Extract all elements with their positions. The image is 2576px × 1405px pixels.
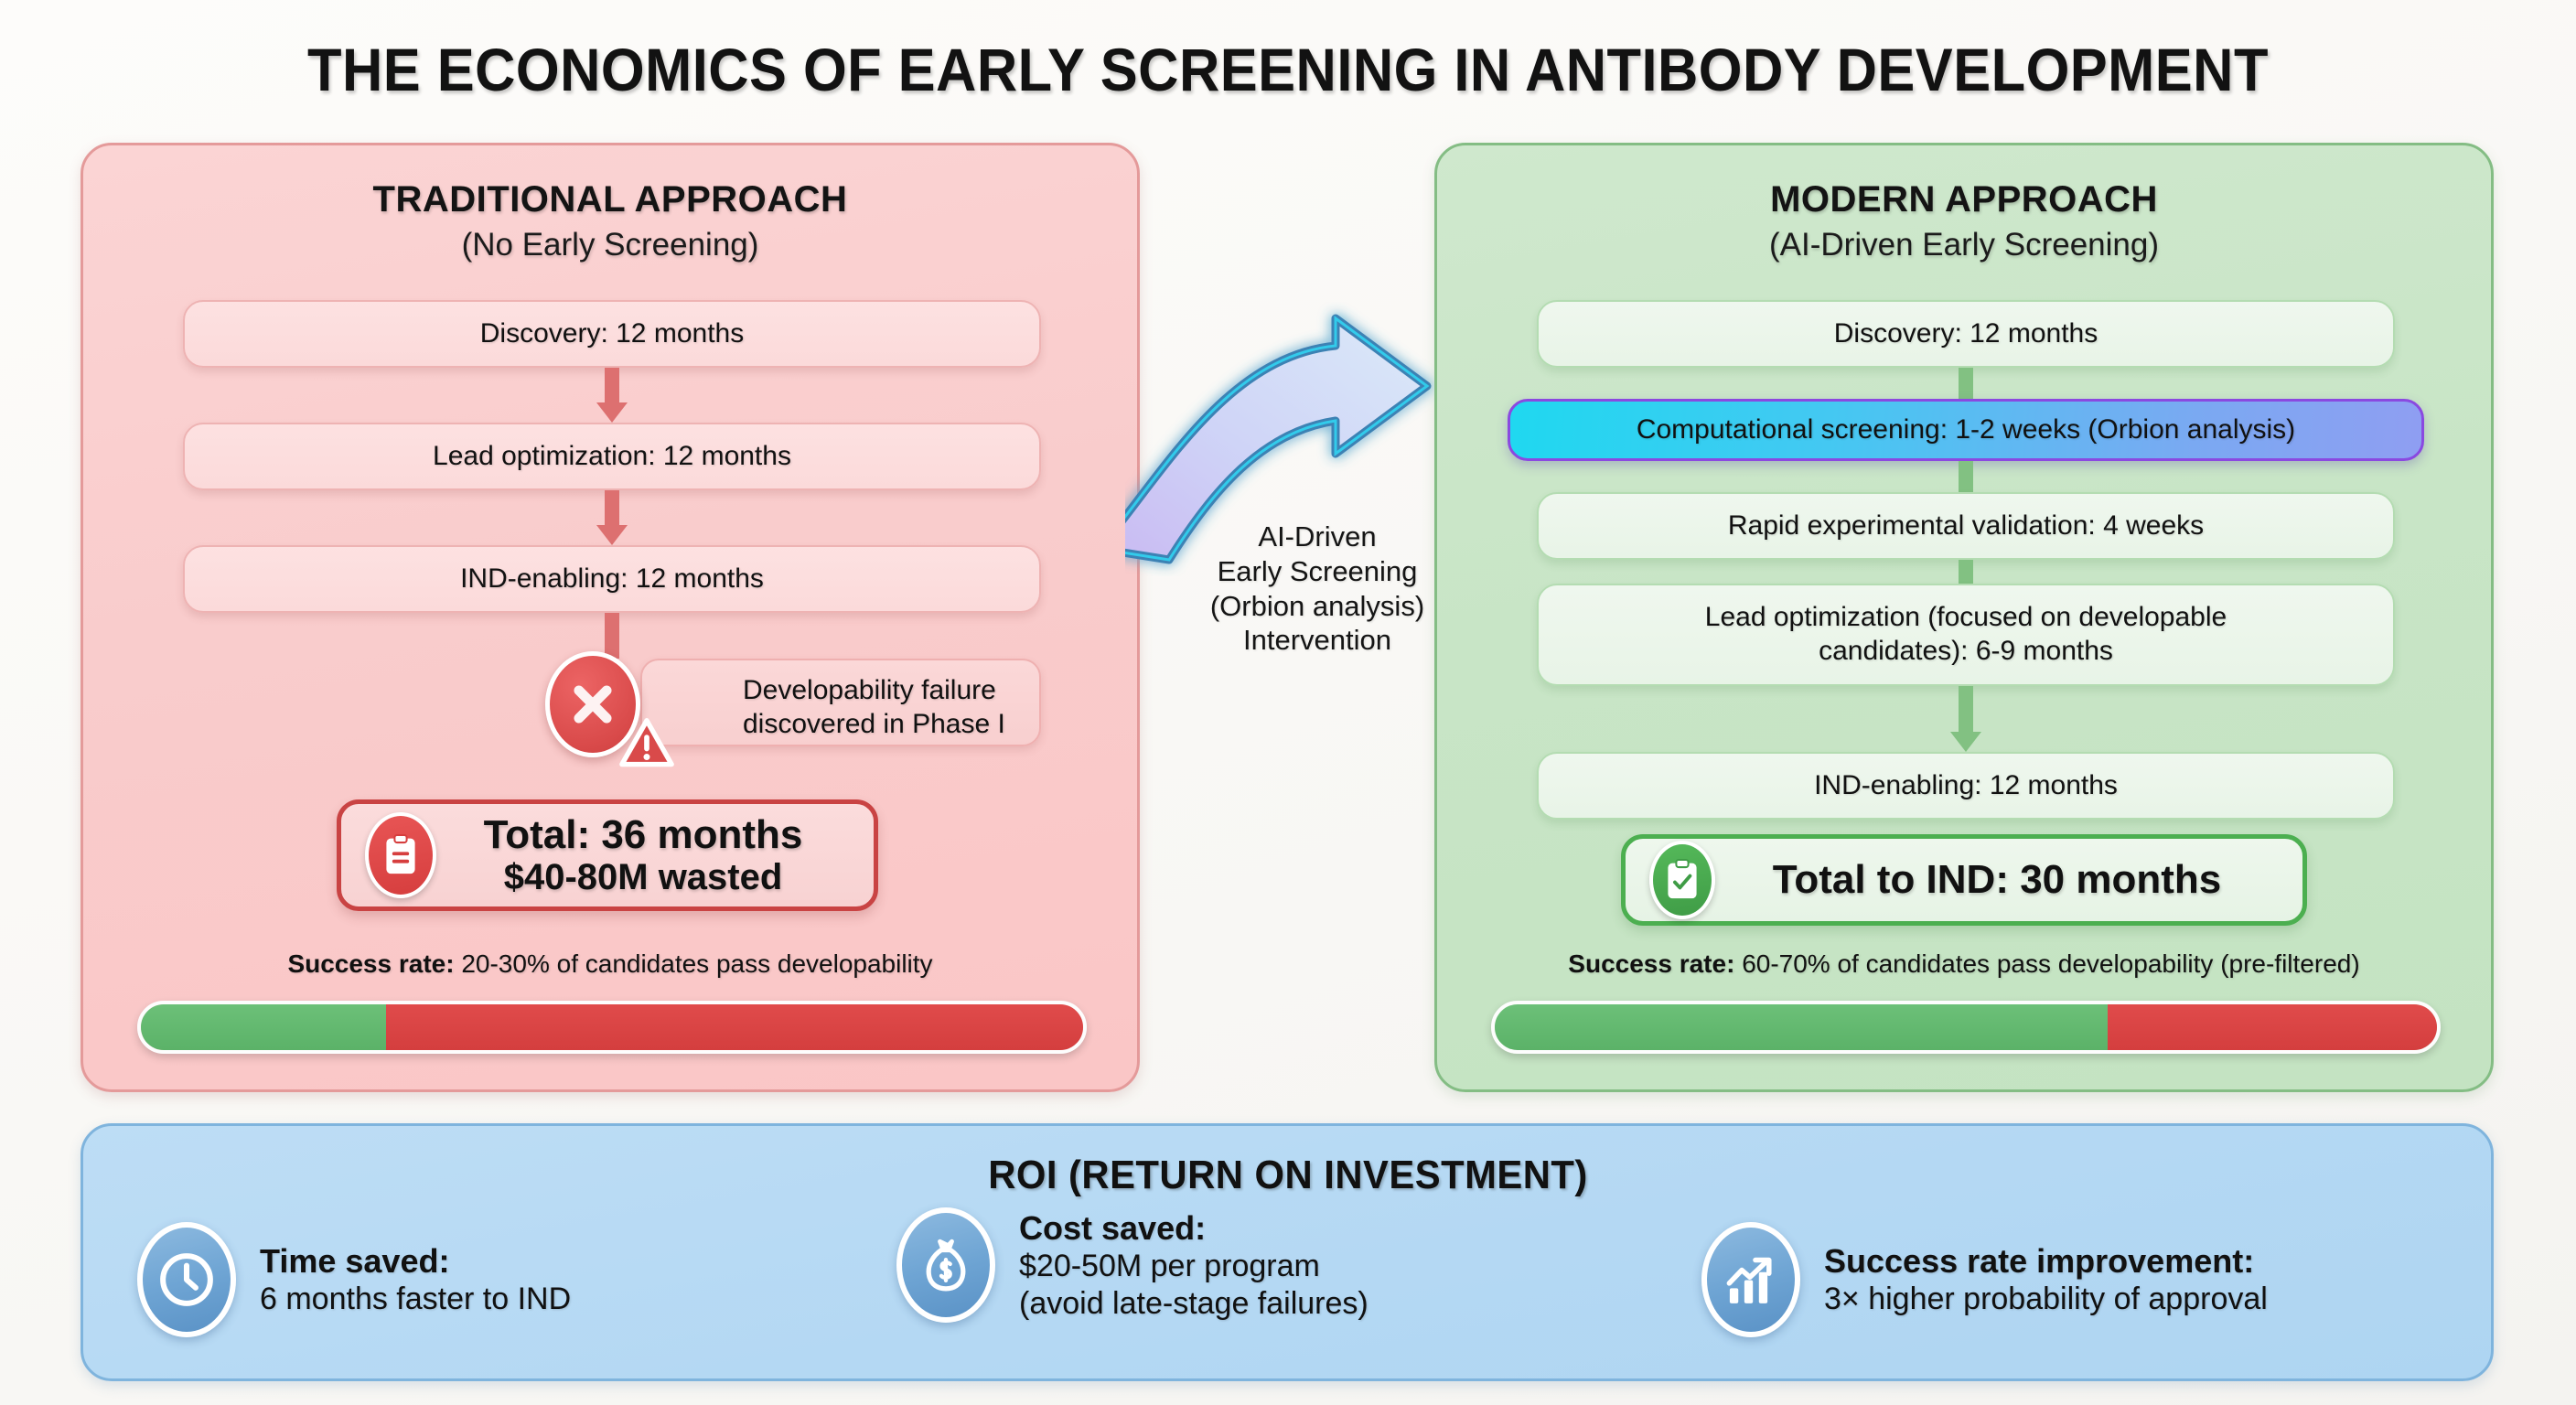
traditional-success-rate: Success rate: 20-30% of candidates pass … <box>80 949 1140 979</box>
clipboard-icon <box>365 812 436 898</box>
modern-step4-line2: candidates): 6-9 months <box>1819 636 2113 666</box>
traditional-step-discovery[interactable]: Discovery: 12 months <box>183 300 1041 368</box>
warning-triangle-icon <box>618 713 675 770</box>
modern-panel-title: MODERN APPROACH <box>1770 179 2158 220</box>
modern-step-lead-optimization[interactable]: Lead optimization (focused on developabl… <box>1537 584 2395 686</box>
connector-arrow-3 <box>1537 686 2395 752</box>
failure-line-2: discovered in Phase I <box>743 709 1005 740</box>
roi-item-cost-saved: Cost saved: $20-50M per program (avoid l… <box>896 1207 1368 1323</box>
x-mark-icon <box>545 651 640 757</box>
connector-stub-failure <box>183 613 1041 659</box>
modern-total-main: Total to IND: 30 months <box>1772 857 2222 903</box>
page-title: THE ECONOMICS OF EARLY SCREENING IN ANTI… <box>307 36 2269 103</box>
modern-success-label: Success rate: <box>1568 949 1735 978</box>
bar-red-segment <box>385 1004 1083 1050</box>
bar-green-segment <box>1495 1004 2108 1050</box>
modern-success-value: 60-70% of candidates pass developability… <box>1742 949 2360 978</box>
modern-success-rate: Success rate: 60-70% of candidates pass … <box>1434 949 2494 979</box>
developability-failure-callout: Developability failure discovered in Pha… <box>640 659 1041 746</box>
traditional-panel-subtitle: (No Early Screening) <box>461 227 759 263</box>
roi-body-3: 3× higher probability of approval <box>1824 1282 2268 1317</box>
traditional-success-bar <box>137 1001 1087 1054</box>
bar-green-segment <box>141 1004 386 1050</box>
modern-step-discovery[interactable]: Discovery: 12 months <box>1537 300 2395 368</box>
roi-head-3: Success rate improvement: <box>1824 1242 2255 1280</box>
roi-body-2: $20-50M per program <box>1019 1248 1320 1283</box>
clipboard-check-icon <box>1649 841 1715 919</box>
curved-arrow-icon <box>1095 302 1509 576</box>
intervention-line-2: Early Screening <box>1217 554 1418 587</box>
traditional-success-label: Success rate: <box>287 949 455 978</box>
clock-icon <box>137 1222 236 1337</box>
traditional-success-value: 20-30% of candidates pass developability <box>461 949 933 978</box>
modern-step-ind-enabling[interactable]: IND-enabling: 12 months <box>1537 752 2395 820</box>
connector-arrow-2 <box>183 490 1041 545</box>
connector-stub-b <box>1537 461 2395 492</box>
modern-success-bar <box>1491 1001 2441 1054</box>
intervention-line-4: Intervention <box>1243 624 1391 657</box>
traditional-step-lead-optimization[interactable]: Lead optimization: 12 months <box>183 423 1041 490</box>
traditional-total-sub: $40-80M wasted <box>503 857 783 898</box>
growth-chart-icon <box>1701 1222 1800 1337</box>
roi-item-success-improvement: Success rate improvement: 3× higher prob… <box>1701 1222 2268 1337</box>
connector-stub-a <box>1537 368 2395 399</box>
failure-line-1: Developability failure <box>743 675 996 705</box>
roi-head-1: Time saved: <box>260 1242 450 1280</box>
roi-body-2b: (avoid late-stage failures) <box>1019 1285 1368 1321</box>
roi-panel <box>80 1123 2494 1381</box>
roi-body-1: 6 months faster to IND <box>260 1282 572 1317</box>
connector-arrow-1 <box>183 368 1041 423</box>
roi-title: ROI (RETURN ON INVESTMENT) <box>988 1153 1588 1197</box>
traditional-total-box: Total: 36 months $40-80M wasted <box>337 799 878 911</box>
roi-head-2: Cost saved: <box>1019 1208 1207 1247</box>
intervention-label: AI-Driven Early Screening (Orbion analys… <box>1134 520 1500 658</box>
connector-stub-c <box>1537 560 2395 584</box>
modern-step4-line1: Lead optimization (focused on developabl… <box>1704 602 2227 633</box>
intervention-line-3: (Orbion analysis) <box>1209 589 1425 622</box>
modern-total-box: Total to IND: 30 months <box>1621 834 2307 926</box>
modern-step-computational-screening[interactable]: Computational screening: 1-2 weeks (Orbi… <box>1508 399 2424 461</box>
traditional-panel-title: TRADITIONAL APPROACH <box>372 179 848 220</box>
bar-red-segment <box>2107 1004 2437 1050</box>
traditional-step-ind-enabling[interactable]: IND-enabling: 12 months <box>183 545 1041 613</box>
traditional-total-main: Total: 36 months <box>483 811 803 857</box>
money-bag-icon <box>896 1207 995 1323</box>
modern-panel-subtitle: (AI-Driven Early Screening) <box>1769 227 2159 263</box>
modern-step-rapid-validation[interactable]: Rapid experimental validation: 4 weeks <box>1537 492 2395 560</box>
intervention-line-1: AI-Driven <box>1258 520 1377 552</box>
roi-item-time-saved: Time saved: 6 months faster to IND <box>137 1222 571 1337</box>
